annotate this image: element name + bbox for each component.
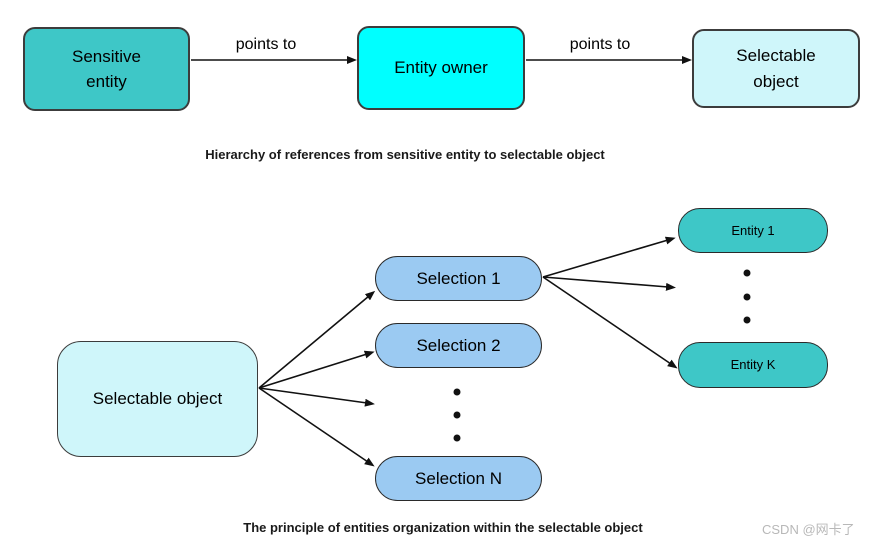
arrow-selection1-to-entity-dots [542,276,676,291]
top-diagram-caption: Hierarchy of references from sensitive e… [205,147,605,162]
node-selectable-object-top-label: Selectable object [736,46,816,91]
node-sensitive-entity: Sensitive entity [23,27,190,111]
edge-label-points-to-1: points to [235,36,297,53]
node-selectable-object-root-label: Selectable object [92,389,223,409]
arrow-root-to-selection-n [258,387,375,467]
arrow-root-to-selection-1 [258,290,376,389]
selection-ellipsis-dot [453,388,461,396]
node-selection-2: Selection 2 [375,323,542,368]
edge-label-points-to-2: points to [569,36,631,53]
node-entity-k: Entity K [678,342,828,388]
node-selection-n: Selection N [375,456,542,501]
node-selection-1-label: Selection 1 [416,268,501,288]
node-entity-k-label: Entity K [730,357,776,373]
arrow-selection1-to-entity-1 [542,236,676,278]
node-selectable-object-top: Selectable object [692,29,860,108]
node-entity-1: Entity 1 [678,208,828,253]
node-selection-2-label: Selection 2 [416,335,501,355]
arrow-root-to-selection-2 [258,350,375,389]
node-sensitive-entity-label: Sensitive entity [72,46,141,92]
selection-ellipsis-dot [453,411,461,419]
node-selectable-object-root: Selectable object [57,341,258,457]
selection-ellipsis-dot [453,434,461,442]
csdn-watermark: CSDN @网卡了 [762,522,855,537]
node-entity-owner-label: Entity owner [394,58,488,78]
node-selection-n-label: Selection N [415,468,502,488]
node-selection-1: Selection 1 [375,256,542,301]
arrow-root-to-selection-dots [258,387,375,407]
node-entity-1-label: Entity 1 [731,222,775,238]
bottom-diagram-caption: The principle of entities organization w… [243,520,643,535]
entity-ellipsis-dot [743,293,751,301]
entity-ellipsis-dot [743,316,751,324]
node-entity-owner: Entity owner [357,26,525,110]
entity-ellipsis-dot [743,269,751,277]
arrow-selection1-to-entity-k [542,276,678,369]
